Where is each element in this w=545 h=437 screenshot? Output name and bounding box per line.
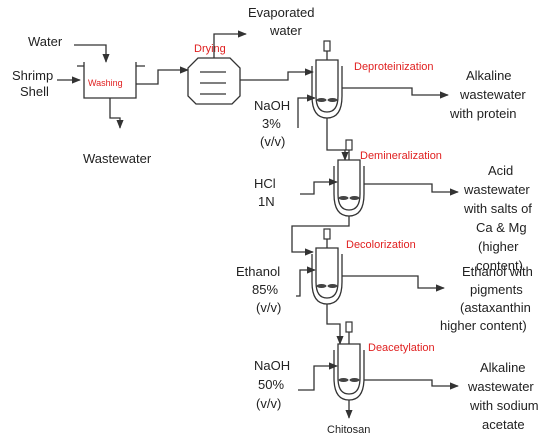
demineralization-output-line4: Ca & Mg: [476, 220, 527, 235]
ethanol-85-inlet-arrow: [296, 266, 316, 297]
drying-unit-label: Drying: [194, 43, 226, 55]
decolorization-outlet-arrow: [342, 275, 445, 292]
naoh-50-label-line2: 50%: [258, 377, 284, 392]
deproteinization-unit-label: Deproteinization: [354, 61, 434, 73]
washing-unit-label: Washing: [88, 78, 123, 88]
deacetylation-output-line2: wastewater: [467, 379, 534, 394]
demineralization-output-line5: (higher: [478, 239, 519, 254]
demineralization-outlet-arrow: [364, 183, 459, 196]
water-input-label: Water: [28, 34, 63, 49]
naoh-3-label-line3: (v/v): [260, 134, 285, 149]
deacetylation-reactor: [333, 321, 365, 401]
naoh-3-inlet-arrow: [297, 94, 316, 128]
ethanol-85-label-line3: (v/v): [256, 300, 281, 315]
deproteinization-to-demineralization-line: [326, 118, 349, 161]
naoh-50-label-line3: (v/v): [256, 396, 281, 411]
demineralization-output-line2: wastewater: [463, 182, 530, 197]
chitosan-product-label: Chitosan: [327, 424, 370, 436]
ethanol-85-label-line1: Ethanol: [236, 264, 280, 279]
naoh-3-label-line1: NaOH: [254, 98, 290, 113]
naoh-50-label-line1: NaOH: [254, 358, 290, 373]
deproteinization-output-line2: wastewater: [459, 87, 526, 102]
water-inlet-arrow: [74, 44, 110, 63]
deacetylation-outlet-arrow: [364, 379, 459, 390]
evaporated-water-arrow: [213, 30, 247, 58]
evaporated-water-label-line2: water: [269, 23, 302, 38]
decolorization-output-line4: higher content): [440, 318, 527, 333]
decolorization-output-line1: Ethanol with: [462, 264, 533, 279]
wastewater-label: Wastewater: [83, 151, 152, 166]
drying-to-deproteinization-line: [240, 68, 314, 81]
shrimp-shell-label-line2: Shell: [20, 84, 49, 99]
naoh-3-label-line2: 3%: [262, 116, 281, 131]
deacetylation-output-line1: Alkaline: [480, 360, 526, 375]
deproteinization-output-line3: with protein: [449, 106, 516, 121]
demineralization-to-decolorization-line: [291, 216, 350, 256]
decolorization-output-line2: pigments: [470, 282, 523, 297]
demineralization-output-line1: Acid: [488, 163, 513, 178]
hcl-label-line1: HCl: [254, 176, 276, 191]
deacetylation-output-line4: acetate: [482, 417, 525, 432]
deproteinization-outlet-arrow: [342, 87, 449, 99]
hcl-inlet-arrow: [300, 178, 338, 195]
naoh-50-inlet-arrow: [298, 362, 338, 391]
wastewater-outlet-arrow: [109, 98, 124, 129]
decolorization-output-line3: (astaxanthin: [460, 300, 531, 315]
deacetylation-output-line3: with sodium: [469, 398, 539, 413]
deproteinization-output-line1: Alkaline: [466, 68, 512, 83]
deproteinization-reactor: [311, 40, 343, 119]
decolorization-reactor: [311, 228, 343, 305]
evaporated-water-label-line1: Evaporated: [248, 5, 315, 20]
demineralization-output-line3: with salts of: [463, 201, 532, 216]
hcl-label-line2: 1N: [258, 194, 275, 209]
ethanol-85-label-line2: 85%: [252, 282, 278, 297]
shrimp-shell-label-line1: Shrimp: [12, 68, 53, 83]
demineralization-unit-label: Demineralization: [360, 150, 442, 162]
deacetylation-unit-label: Deacetylation: [368, 342, 435, 354]
decolorization-to-deacetylation-line: [326, 304, 344, 345]
drying-unit: [187, 57, 241, 105]
demineralization-output-line6: content): [476, 258, 523, 273]
decolorization-unit-label: Decolorization: [346, 239, 416, 251]
washing-to-drying-line: [136, 66, 189, 85]
